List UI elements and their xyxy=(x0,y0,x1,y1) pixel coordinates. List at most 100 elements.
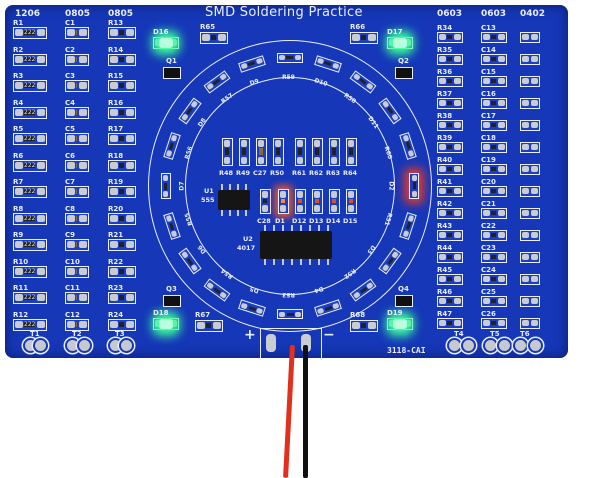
smd-resistor[interactable] xyxy=(437,120,463,131)
test-point-pad[interactable] xyxy=(528,338,543,353)
transistor-q4[interactable] xyxy=(395,295,413,307)
smd-capacitor[interactable] xyxy=(65,265,89,278)
smd-resistor[interactable] xyxy=(108,133,136,145)
smd-capacitor[interactable] xyxy=(481,186,507,197)
inner-part-c27[interactable] xyxy=(256,138,267,166)
smd-resistor[interactable] xyxy=(520,296,540,307)
smd-resistor[interactable] xyxy=(520,208,540,219)
smd-resistor[interactable] xyxy=(437,318,463,329)
smd-resistor[interactable]: 222 xyxy=(13,106,47,119)
test-point-pad[interactable] xyxy=(513,338,528,353)
transistor-q1[interactable] xyxy=(163,67,181,79)
smd-resistor[interactable] xyxy=(520,98,540,109)
smd-resistor[interactable]: 222 xyxy=(13,186,47,198)
test-point-pad[interactable] xyxy=(461,338,476,353)
smd-resistor[interactable] xyxy=(520,230,540,241)
smd-resistor[interactable] xyxy=(520,318,540,329)
smd-capacitor[interactable] xyxy=(481,208,507,219)
resistor-r66[interactable] xyxy=(350,32,378,44)
smd-capacitor[interactable] xyxy=(481,98,507,109)
test-point-pad[interactable] xyxy=(447,338,462,353)
test-point-pad[interactable] xyxy=(77,338,92,353)
u1-555-chip[interactable] xyxy=(218,190,250,210)
inner-part-r64[interactable] xyxy=(346,138,357,166)
smd-resistor[interactable] xyxy=(437,142,463,153)
inner-part-r61[interactable] xyxy=(295,138,306,166)
smd-resistor[interactable] xyxy=(108,265,136,278)
smd-resistor[interactable] xyxy=(437,208,463,219)
inner-part-d15[interactable] xyxy=(346,189,357,214)
smd-resistor[interactable] xyxy=(108,106,136,119)
smd-resistor[interactable] xyxy=(520,252,540,263)
smd-resistor[interactable] xyxy=(437,32,463,43)
smd-resistor[interactable]: 222 xyxy=(13,53,47,66)
inner-part-d1[interactable] xyxy=(278,189,289,214)
ring-part-d2[interactable] xyxy=(409,173,419,199)
smd-resistor[interactable] xyxy=(437,76,463,87)
smd-capacitor[interactable] xyxy=(65,292,89,304)
smd-resistor[interactable] xyxy=(108,53,136,66)
smd-resistor[interactable]: 222 xyxy=(13,133,47,145)
smd-resistor[interactable] xyxy=(437,296,463,307)
smd-capacitor[interactable] xyxy=(481,54,507,65)
test-point-pad[interactable] xyxy=(119,338,134,353)
inner-part-r50[interactable] xyxy=(273,138,284,166)
smd-capacitor[interactable] xyxy=(481,230,507,241)
smd-capacitor[interactable] xyxy=(65,53,89,66)
smd-capacitor[interactable] xyxy=(65,80,89,92)
u2-4017-chip[interactable] xyxy=(260,231,332,259)
inner-part-r63[interactable] xyxy=(329,138,340,166)
smd-capacitor[interactable] xyxy=(481,142,507,153)
smd-capacitor[interactable] xyxy=(65,133,89,145)
smd-resistor[interactable] xyxy=(437,98,463,109)
smd-capacitor[interactable] xyxy=(481,274,507,285)
inner-part-d14[interactable] xyxy=(329,189,340,214)
smd-resistor[interactable] xyxy=(108,239,136,251)
power-pad-positive[interactable] xyxy=(266,334,276,352)
smd-capacitor[interactable] xyxy=(481,252,507,263)
smd-capacitor[interactable] xyxy=(481,318,507,329)
smd-resistor[interactable]: 222 xyxy=(13,80,47,92)
inner-part-r49[interactable] xyxy=(239,138,250,166)
smd-resistor[interactable] xyxy=(108,80,136,92)
smd-resistor[interactable] xyxy=(520,164,540,175)
smd-resistor[interactable] xyxy=(520,186,540,197)
smd-resistor[interactable]: 222 xyxy=(13,27,47,39)
smd-capacitor[interactable] xyxy=(481,120,507,131)
smd-resistor[interactable] xyxy=(108,27,136,39)
resistor-r65[interactable] xyxy=(200,32,228,44)
smd-resistor[interactable] xyxy=(108,318,136,331)
smd-capacitor[interactable] xyxy=(481,296,507,307)
inner-part-r48[interactable] xyxy=(222,138,233,166)
inner-part-d12[interactable] xyxy=(295,189,306,214)
test-point-pad[interactable] xyxy=(497,338,512,353)
smd-resistor[interactable] xyxy=(520,54,540,65)
ring-part-r59[interactable] xyxy=(277,53,303,63)
smd-resistor[interactable] xyxy=(108,292,136,304)
ring-part-r53[interactable] xyxy=(277,309,303,319)
smd-capacitor[interactable] xyxy=(65,27,89,39)
smd-resistor[interactable]: 222 xyxy=(13,318,47,331)
inner-part-d13[interactable] xyxy=(312,189,323,214)
inner-part-r62[interactable] xyxy=(312,138,323,166)
resistor-r68[interactable] xyxy=(350,320,378,332)
smd-resistor[interactable]: 222 xyxy=(13,159,47,172)
smd-capacitor[interactable] xyxy=(481,164,507,175)
smd-resistor[interactable]: 222 xyxy=(13,292,47,304)
smd-capacitor[interactable] xyxy=(65,212,89,225)
transistor-q3[interactable] xyxy=(163,295,181,307)
smd-resistor[interactable] xyxy=(108,186,136,198)
smd-capacitor[interactable] xyxy=(65,159,89,172)
smd-resistor[interactable] xyxy=(437,252,463,263)
smd-resistor[interactable] xyxy=(520,142,540,153)
smd-resistor[interactable] xyxy=(520,274,540,285)
smd-capacitor[interactable] xyxy=(65,106,89,119)
transistor-q2[interactable] xyxy=(395,67,413,79)
inner-part-c28[interactable] xyxy=(260,189,271,214)
smd-resistor[interactable] xyxy=(520,120,540,131)
smd-resistor[interactable] xyxy=(520,76,540,87)
smd-resistor[interactable] xyxy=(437,274,463,285)
smd-capacitor[interactable] xyxy=(481,76,507,87)
smd-resistor[interactable] xyxy=(108,212,136,225)
test-point-pad[interactable] xyxy=(33,338,48,353)
